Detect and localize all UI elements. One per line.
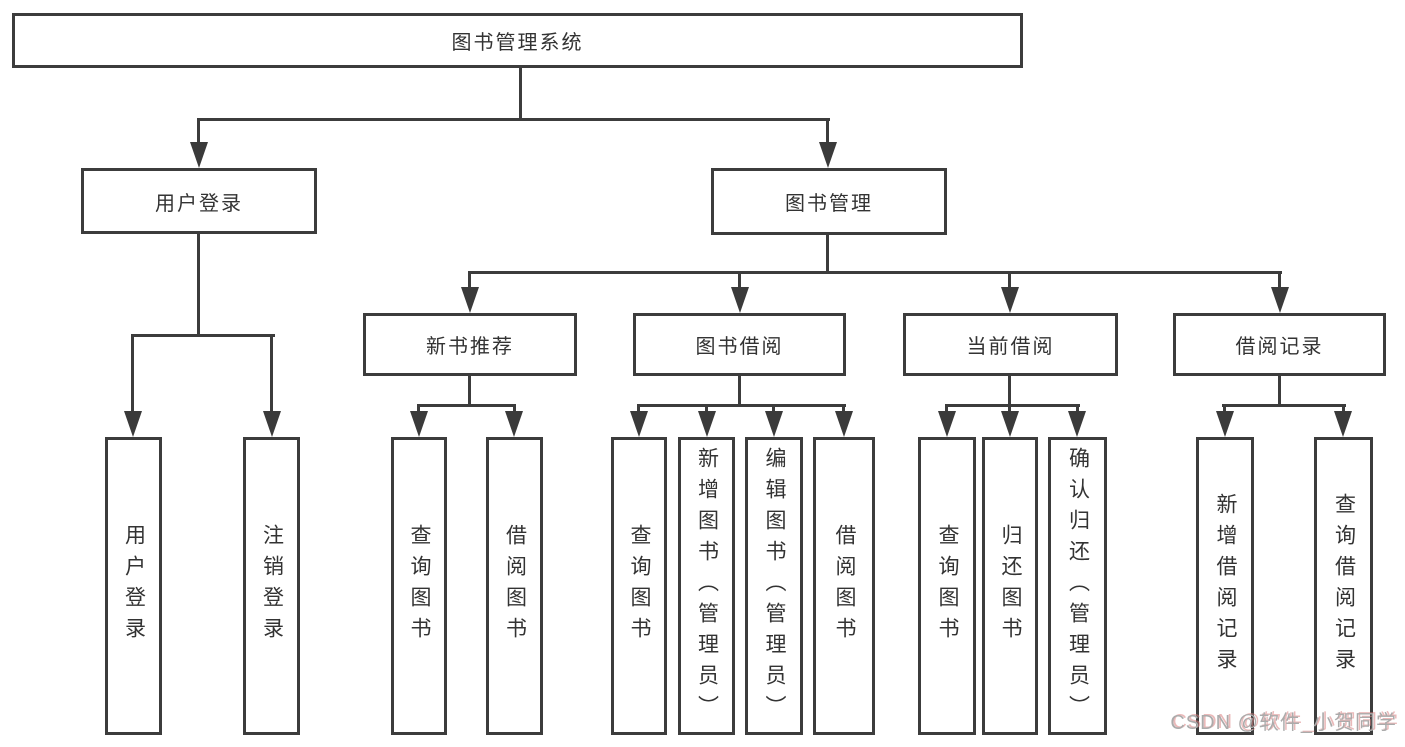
leaf-borrow-book-2-label: 借阅图书: [833, 524, 856, 648]
leaf-logout: 注销登录: [243, 437, 300, 735]
connector-book-borrow-child1-drop: [637, 406, 640, 414]
arrow-down-icon: [190, 142, 208, 168]
connector-book-manage-stem: [826, 235, 829, 274]
leaf-edit-book-admin: 编辑图书（管理员）: [745, 437, 803, 735]
connector-book-borrow-child4-drop: [842, 406, 845, 414]
connector-new-book-drop: [468, 273, 471, 290]
node-book-borrow-label: 图书借阅: [695, 336, 784, 358]
connector-current-borrow-drop: [1008, 273, 1011, 290]
leaf-query-book-2-label: 查询图书: [628, 524, 651, 648]
connector-borrow-records-stem: [1278, 376, 1281, 407]
arrow-down-icon: [630, 411, 648, 437]
leaf-query-book-1-label: 查询图书: [408, 524, 431, 648]
leaf-add-book-admin-label: 新增图书（管理员）: [695, 446, 719, 726]
leaf-logout-label: 注销登录: [260, 524, 284, 648]
node-book-manage: 图书管理: [711, 168, 947, 235]
connector-book-borrow-child3-drop: [772, 406, 775, 414]
node-book-manage-label: 图书管理: [785, 193, 873, 215]
connector-level2-rail: [197, 118, 830, 121]
leaf-borrow-book-2: 借阅图书: [813, 437, 875, 735]
connector-borrow-records-drop: [1278, 273, 1281, 290]
connector-book-borrow-stem: [738, 376, 741, 407]
connector-user-login-stem: [197, 234, 200, 336]
arrow-down-icon: [1001, 287, 1019, 313]
connector-new-book-child1-drop: [417, 406, 420, 414]
connector-borrow-records-child1-drop: [1223, 406, 1226, 414]
arrow-down-icon: [124, 411, 142, 437]
connector-current-borrow-child1-drop: [945, 406, 948, 414]
csdn-watermark: CSDN @软件_小贺同学: [1170, 712, 1397, 734]
leaf-query-borrow-record: 查询借阅记录: [1314, 437, 1373, 735]
connector-new-book-stem: [468, 376, 471, 407]
connector-book-borrow-child2-drop: [705, 406, 708, 414]
leaf-edit-book-admin-label: 编辑图书（管理员）: [763, 446, 786, 726]
node-user-login-label: 用户登录: [155, 192, 243, 215]
leaf-query-book-1: 查询图书: [391, 437, 447, 735]
arrow-down-icon: [1334, 411, 1352, 437]
leaf-query-book-2: 查询图书: [611, 437, 667, 735]
leaf-user-login: 用户登录: [105, 437, 162, 735]
node-book-borrow: 图书借阅: [633, 313, 846, 376]
leaf-confirm-return-admin-label: 确认归还（管理员）: [1066, 446, 1090, 726]
connector-user-login-drop: [197, 120, 200, 143]
node-borrow-records: 借阅记录: [1173, 313, 1386, 376]
node-new-book-label: 新书推荐: [426, 336, 514, 358]
arrow-down-icon: [698, 411, 716, 437]
leaf-confirm-return-admin: 确认归还（管理员）: [1048, 437, 1107, 735]
leaf-query-borrow-record-label: 查询借阅记录: [1332, 493, 1356, 679]
connector-user-login-child2-drop: [270, 336, 273, 413]
arrow-down-icon: [819, 142, 837, 168]
connector-book-borrow-drop: [738, 273, 741, 290]
arrow-down-icon: [505, 411, 523, 437]
connector-book-borrow-splitter: [637, 404, 846, 407]
arrow-down-icon: [1216, 411, 1234, 437]
node-current-borrow-label: 当前借阅: [966, 336, 1055, 358]
connector-user-login-splitter: [131, 334, 275, 337]
leaf-add-borrow-record-label: 新增借阅记录: [1214, 493, 1237, 679]
node-borrow-records-label: 借阅记录: [1235, 336, 1324, 358]
arrow-down-icon: [765, 411, 783, 437]
leaf-user-login-label: 用户登录: [122, 524, 146, 648]
leaf-add-book-admin: 新增图书（管理员）: [678, 437, 735, 735]
connector-current-borrow-child3-drop: [1076, 406, 1079, 414]
arrow-down-icon: [461, 287, 479, 313]
node-root-label: 图书管理系统: [451, 32, 584, 54]
connector-new-book-splitter: [417, 404, 516, 407]
connector-current-borrow-splitter: [945, 404, 1080, 407]
node-root: 图书管理系统: [12, 13, 1023, 68]
leaf-return-book: 归还图书: [982, 437, 1038, 735]
arrow-down-icon: [938, 411, 956, 437]
connector-borrow-records-splitter: [1222, 404, 1346, 407]
leaf-query-book-3-label: 查询图书: [936, 524, 959, 648]
connector-root-stem: [519, 68, 522, 121]
node-new-book: 新书推荐: [363, 313, 577, 376]
arrow-down-icon: [1068, 411, 1086, 437]
connector-level3-rail: [468, 271, 1282, 274]
leaf-return-book-label: 归还图书: [999, 524, 1022, 648]
leaf-borrow-book-1: 借阅图书: [486, 437, 543, 735]
arrow-down-icon: [1001, 411, 1019, 437]
connector-current-borrow-child2-drop: [1008, 406, 1011, 414]
connector-borrow-records-child2-drop: [1342, 406, 1345, 414]
node-current-borrow: 当前借阅: [903, 313, 1118, 376]
connector-current-borrow-stem: [1008, 375, 1011, 407]
leaf-query-book-3: 查询图书: [918, 437, 976, 735]
arrow-down-icon: [835, 411, 853, 437]
arrow-down-icon: [1271, 287, 1289, 313]
leaf-borrow-book-1-label: 借阅图书: [503, 524, 527, 648]
connector-user-login-child1-drop: [131, 336, 134, 413]
node-user-login: 用户登录: [81, 168, 317, 234]
connector-book-manage-drop: [826, 120, 829, 143]
leaf-add-borrow-record: 新增借阅记录: [1196, 437, 1254, 735]
arrow-down-icon: [263, 411, 281, 437]
arrow-down-icon: [410, 411, 428, 437]
connector-new-book-child2-drop: [513, 406, 516, 414]
arrow-down-icon: [731, 287, 749, 313]
